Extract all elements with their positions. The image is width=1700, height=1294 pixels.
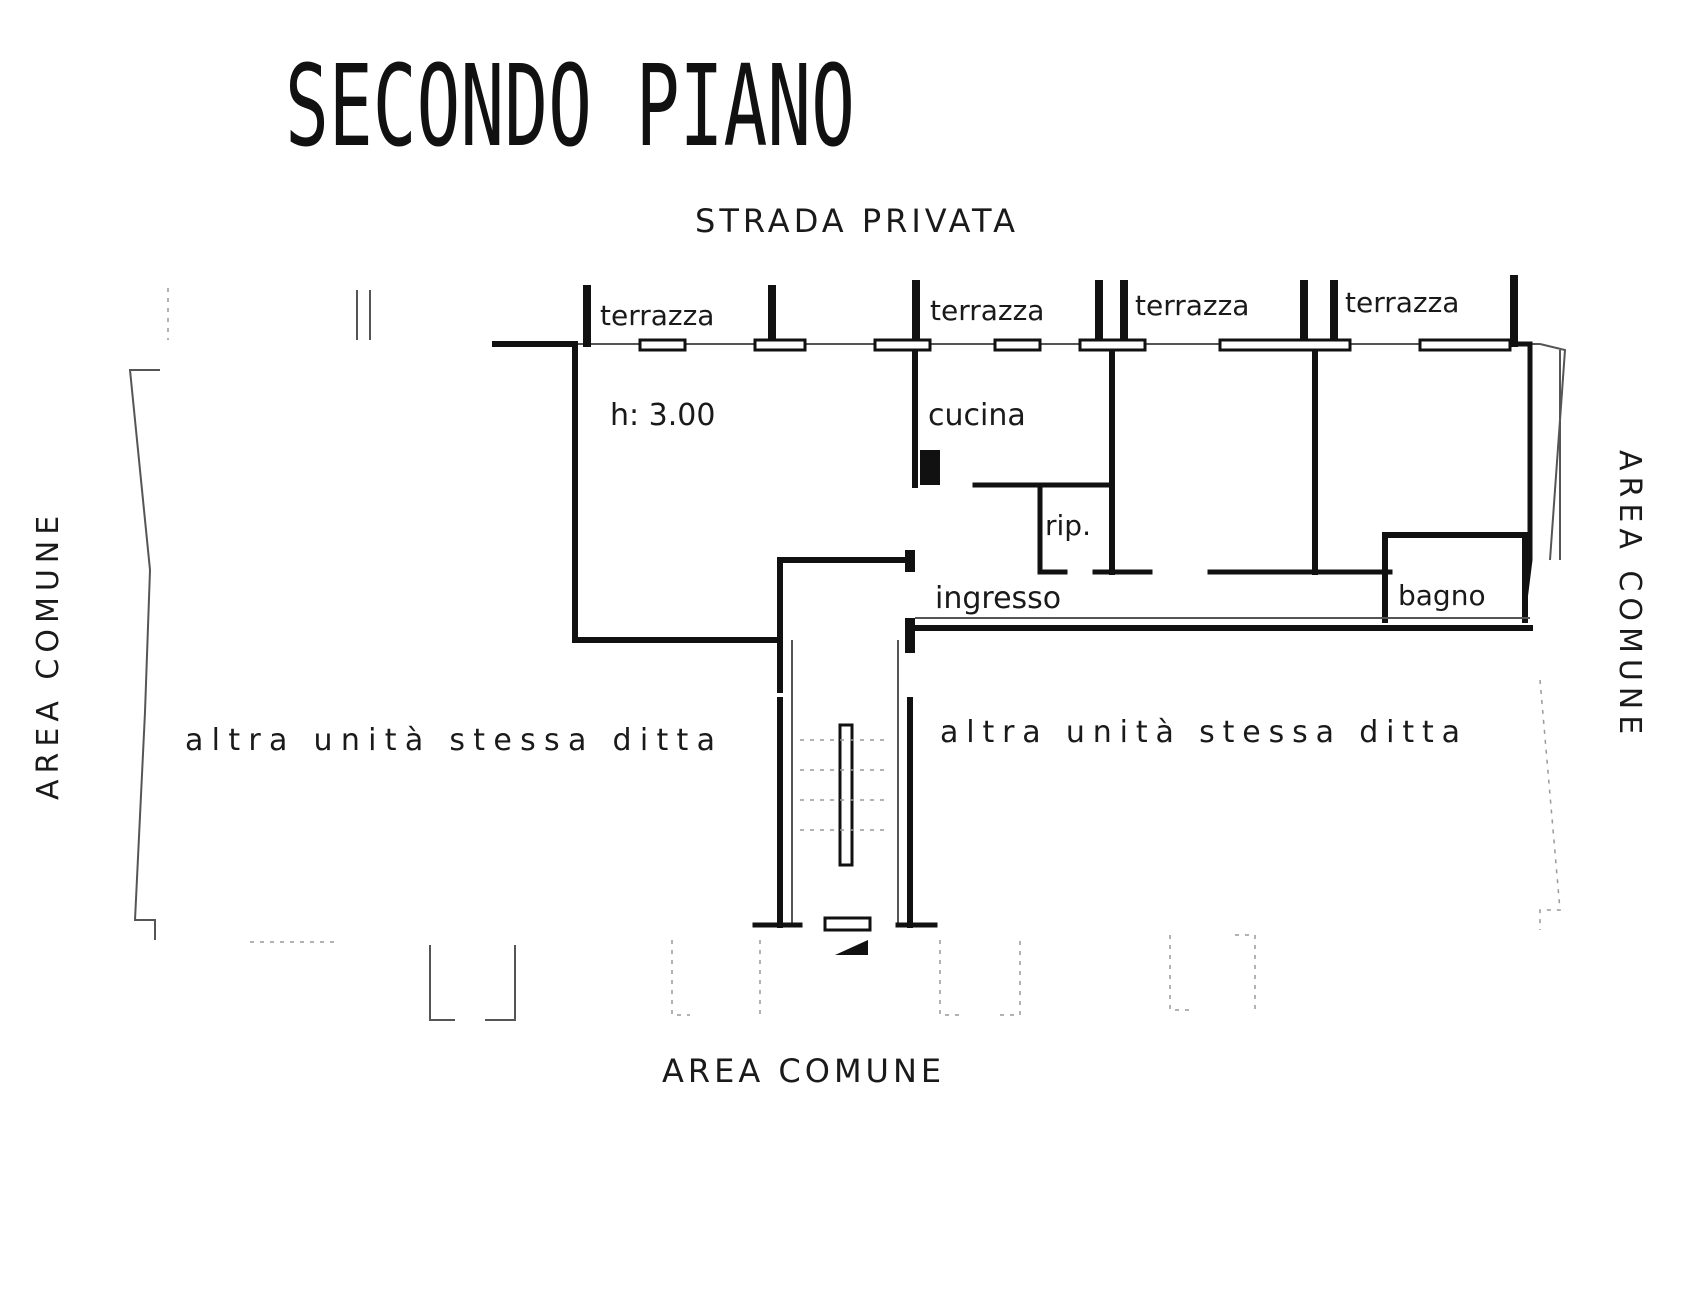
label-strada-privata: STRADA PRIVATA	[695, 202, 1019, 240]
floor-title: SECONDO PIANO	[285, 42, 855, 172]
label-other-unit-right: altra unità stessa ditta	[940, 715, 1460, 750]
label-terrazza-1: terrazza	[600, 299, 714, 332]
label-ingresso: ingresso	[935, 581, 1061, 616]
label-terrazza-3: terrazza	[1135, 289, 1249, 322]
label-height: h: 3.00	[610, 398, 715, 433]
terrace-railings	[583, 275, 1518, 352]
building-outline	[128, 288, 1561, 943]
bottom-facade-marks	[429, 934, 1256, 1021]
label-cucina: cucina	[928, 398, 1026, 433]
label-terrazza-2: terrazza	[930, 294, 1044, 327]
label-other-unit-left: altra unità stessa ditta	[185, 723, 715, 758]
label-bagno: bagno	[1398, 579, 1486, 612]
walls	[492, 341, 1567, 955]
label-area-comune-left: AREA COMUNE	[31, 510, 66, 800]
label-terrazza-4: terrazza	[1345, 286, 1459, 319]
label-area-comune-bottom: AREA COMUNE	[662, 1052, 945, 1090]
label-ripostiglio: rip.	[1045, 509, 1091, 542]
label-area-comune-right: AREA COMUNE	[1612, 450, 1647, 740]
